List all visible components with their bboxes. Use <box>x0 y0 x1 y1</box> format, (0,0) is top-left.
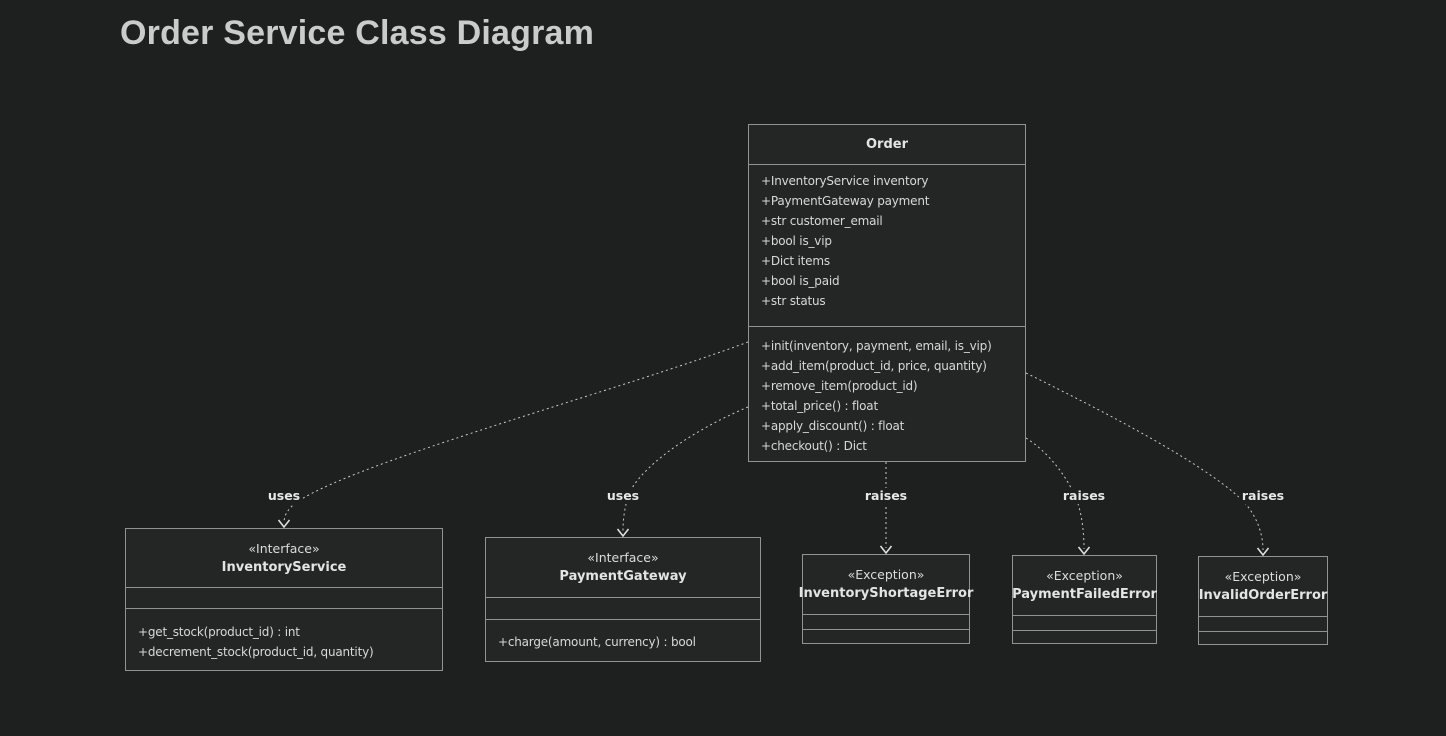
page-title: Order Service Class Diagram <box>120 14 595 52</box>
class-inventory-service: «Interface» InventoryService +get_stock(… <box>125 528 443 671</box>
class-payment-failed-error-methods <box>1013 630 1156 645</box>
class-inventory-service-methods: +get_stock(product_id) : int +decrement_… <box>126 608 442 672</box>
class-payment-gateway-methods: +charge(amount, currency) : bool <box>486 619 760 663</box>
attribute-row: +InventoryService inventory <box>761 174 929 188</box>
class-payment-failed-error: «Exception» PaymentFailedError <box>1012 555 1157 644</box>
method-row: +init(inventory, payment, email, is_vip) <box>761 339 992 353</box>
class-payment-gateway: «Interface» PaymentGateway +charge(amoun… <box>485 537 761 662</box>
arrowhead-inventory-service <box>277 519 291 529</box>
edge-label-uses-inventory: uses <box>264 488 304 504</box>
class-inventory-service-header: «Interface» InventoryService <box>126 529 442 587</box>
method-row: +apply_discount() : float <box>761 419 905 433</box>
class-invalid-order-error-attributes <box>1199 616 1327 631</box>
class-payment-failed-error-name: PaymentFailedError <box>1012 587 1157 602</box>
class-inventory-shortage-error-header: «Exception» InventoryShortageError <box>799 555 974 614</box>
edge-label-raises-shortage: raises <box>861 488 911 504</box>
class-inventory-shortage-error-attributes <box>803 614 969 629</box>
class-order-methods: +init(inventory, payment, email, is_vip)… <box>749 326 1025 463</box>
method-row: +total_price() : float <box>761 399 878 413</box>
attribute-row: +bool is_paid <box>761 274 840 288</box>
method-row: +add_item(product_id, price, quantity) <box>761 359 987 373</box>
method-row: +decrement_stock(product_id, quantity) <box>138 645 374 659</box>
class-payment-failed-error-header: «Exception» PaymentFailedError <box>1012 556 1157 615</box>
class-payment-failed-error-attributes <box>1013 615 1156 630</box>
stereotype-label: «Interface» <box>587 550 659 565</box>
arrowhead-payment-failed <box>1077 546 1091 556</box>
edge-label-uses-payment: uses <box>603 488 643 504</box>
attribute-row: +str customer_email <box>761 214 883 228</box>
class-inventory-service-name: InventoryService <box>221 559 347 575</box>
arrowhead-inventory-shortage <box>879 545 893 555</box>
edge-uses-payment-gateway <box>622 406 749 532</box>
attribute-row: +str status <box>761 294 826 308</box>
class-payment-gateway-name: PaymentGateway <box>559 569 687 584</box>
edge-raises-invalid-order <box>1025 372 1264 551</box>
class-order-attributes: +InventoryService inventory +PaymentGate… <box>749 164 1025 326</box>
attribute-row: +Dict items <box>761 254 830 268</box>
class-order-name: Order <box>866 136 908 152</box>
attribute-row: +bool is_vip <box>761 234 832 248</box>
stereotype-label: «Interface» <box>248 540 320 556</box>
edge-label-raises-failed: raises <box>1059 488 1109 504</box>
class-inventory-shortage-error-name: InventoryShortageError <box>798 586 974 601</box>
class-invalid-order-error-header: «Exception» InvalidOrderError <box>1198 557 1328 616</box>
class-payment-gateway-attributes <box>486 597 760 619</box>
stereotype-label: «Exception» <box>1046 568 1123 583</box>
attribute-row: +PaymentGateway payment <box>761 194 930 208</box>
class-invalid-order-error-name: InvalidOrderError <box>1198 588 1328 603</box>
stereotype-label: «Exception» <box>847 567 925 582</box>
stereotype-label: «Exception» <box>1224 569 1302 584</box>
class-inventory-service-attributes <box>126 587 442 608</box>
edge-uses-inventory-service <box>283 341 749 524</box>
method-row: +get_stock(product_id) : int <box>138 625 300 639</box>
class-inventory-shortage-error-methods <box>803 629 969 644</box>
edge-label-raises-invalid: raises <box>1238 488 1288 504</box>
class-order: Order +InventoryService inventory +Payme… <box>748 124 1026 462</box>
method-row: +charge(amount, currency) : bool <box>498 635 696 649</box>
arrowhead-payment-gateway <box>616 528 630 538</box>
class-invalid-order-error-methods <box>1199 631 1327 646</box>
method-row: +checkout() : Dict <box>761 439 867 453</box>
class-invalid-order-error: «Exception» InvalidOrderError <box>1198 556 1328 645</box>
class-inventory-shortage-error: «Exception» InventoryShortageError <box>799 554 974 644</box>
method-row: +remove_item(product_id) <box>761 379 918 393</box>
class-payment-gateway-header: «Interface» PaymentGateway <box>486 538 760 597</box>
class-order-header: Order <box>749 125 1025 164</box>
arrowhead-invalid-order <box>1256 547 1270 557</box>
